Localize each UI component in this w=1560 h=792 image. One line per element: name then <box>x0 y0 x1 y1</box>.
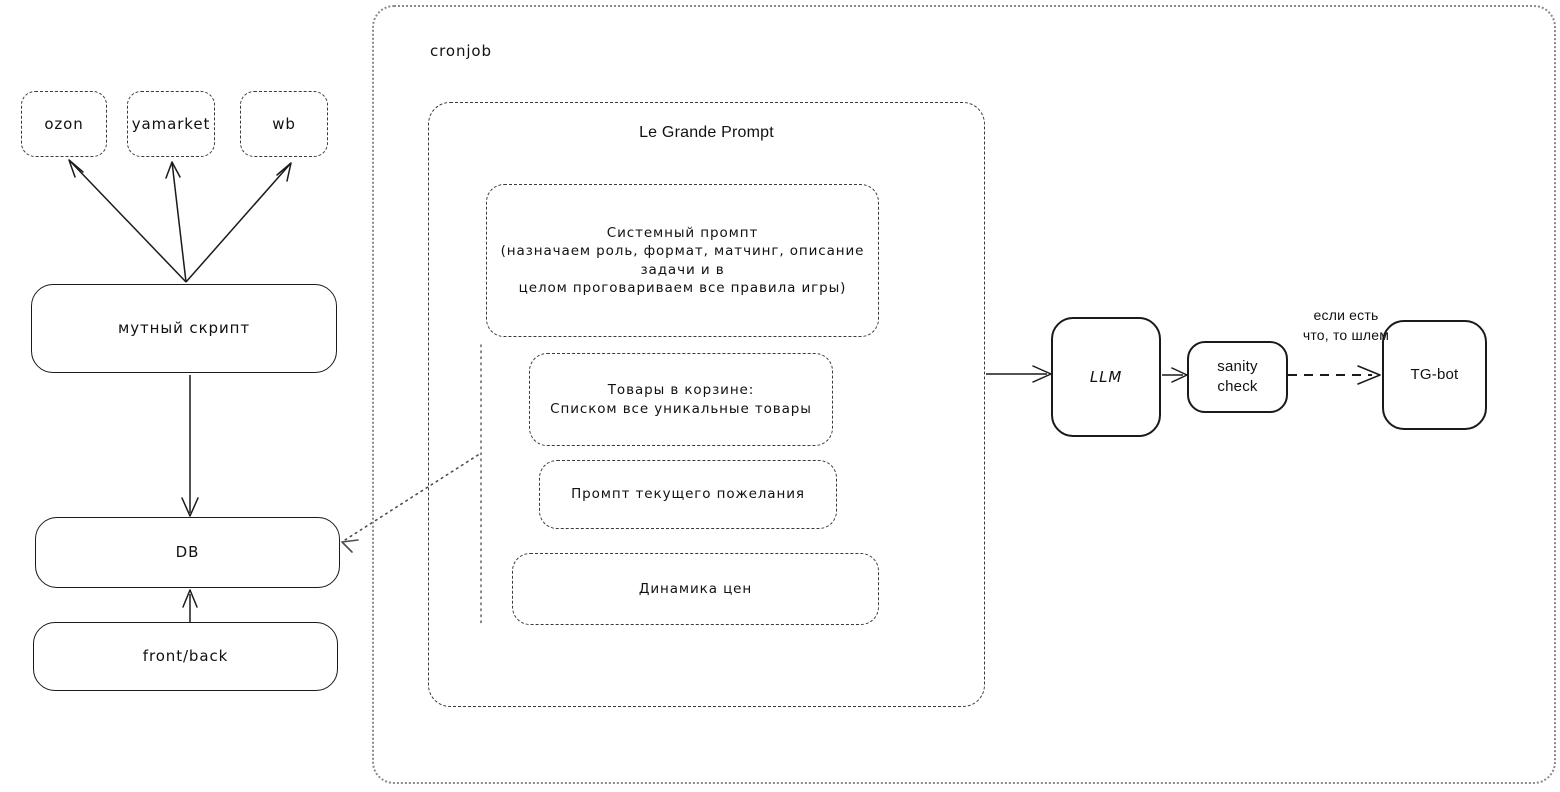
prompt-section-system-prompt-label: Системный промпт (назначаем роль, формат… <box>500 225 865 296</box>
tg-bot-label: TG-bot <box>1410 365 1459 383</box>
source-label-yamarket: yamarket <box>131 114 211 133</box>
prompt-section-cart-items-label: Товары в корзине: Списком все уникальные… <box>550 382 812 417</box>
scraper-label: мутный скрипт <box>118 319 250 338</box>
llm-box[interactable]: LLM <box>1051 317 1161 437</box>
grande-prompt-title: Le Grande Prompt <box>639 124 774 141</box>
prompt-section-price-dynamics-label: Динамика цен <box>638 580 753 597</box>
llm-label: LLM <box>1089 367 1123 386</box>
source-box-yamarket[interactable]: yamarket <box>127 91 215 157</box>
edge-app-to-db <box>182 589 198 622</box>
prompt-section-system-prompt[interactable]: Системный промпт (назначаем роль, формат… <box>486 184 879 337</box>
database-box[interactable]: DB <box>35 517 340 588</box>
source-label-ozon: ozon <box>44 114 84 133</box>
grande-prompt-box <box>428 102 985 707</box>
scraper-box[interactable]: мутный скрипт <box>31 284 337 373</box>
source-label-wb: wb <box>272 114 296 133</box>
edge-script-to-db <box>181 375 199 517</box>
database-label: DB <box>175 543 200 562</box>
source-box-ozon[interactable]: ozon <box>21 91 107 157</box>
prompt-section-price-dynamics[interactable]: Динамика цен <box>512 553 879 625</box>
tg-bot-box[interactable]: TG-bot <box>1382 320 1487 430</box>
prompt-section-cart-items[interactable]: Товары в корзине: Списком все уникальные… <box>529 353 833 446</box>
edge-script-to-ozon <box>68 159 187 283</box>
prompt-section-current-wish[interactable]: Промпт текущего пожелания <box>539 460 837 529</box>
edge-script-to-yamarket <box>165 161 187 283</box>
app-box[interactable]: front/back <box>33 622 338 691</box>
cronjob-label: cronjob <box>430 42 492 60</box>
sanity-check-label: sanity check <box>1217 357 1258 395</box>
source-box-wb[interactable]: wb <box>240 91 328 157</box>
sanity-check-box[interactable]: sanity check <box>1187 341 1288 413</box>
cronjob-container <box>372 5 1556 784</box>
conditional-edge-label: если есть что, то шлем <box>1302 307 1390 344</box>
prompt-section-current-wish-label: Промпт текущего пожелания <box>571 486 805 503</box>
app-label: front/back <box>142 647 229 666</box>
edge-script-to-wb <box>185 162 292 283</box>
